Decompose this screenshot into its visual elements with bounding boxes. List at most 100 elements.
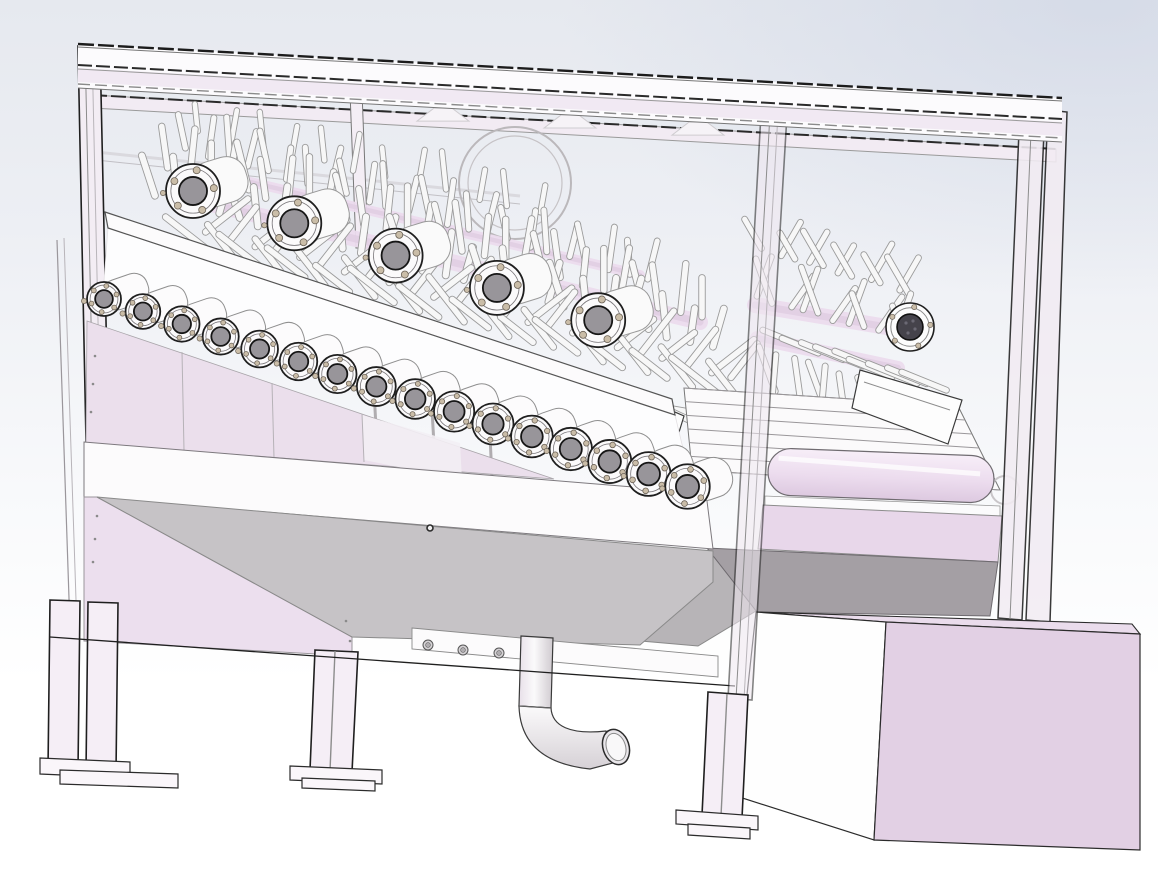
plucking-finger[interactable] (540, 206, 551, 256)
shaft-flange[interactable] (428, 390, 476, 433)
plucking-finger[interactable] (698, 274, 706, 321)
collection-hopper[interactable] (83, 354, 719, 678)
shaft-flange[interactable] (312, 353, 358, 394)
plucking-finger[interactable] (137, 151, 159, 200)
panel-seam (271, 382, 275, 459)
left-side-panels[interactable] (85, 320, 555, 480)
lower-left-skirt-panel[interactable] (83, 496, 353, 657)
shaft-flange[interactable] (659, 463, 711, 510)
flange-bolt (609, 441, 616, 449)
left-foot-plate-2[interactable] (59, 769, 179, 789)
plucking-finger[interactable] (797, 263, 822, 317)
plucking-finger[interactable] (628, 346, 672, 382)
shaft-flange[interactable] (389, 378, 436, 420)
drive-pulley-circle[interactable] (458, 126, 572, 240)
chute-end-cap[interactable] (851, 369, 963, 445)
lower-frame-band[interactable] (83, 441, 714, 550)
plucking-finger[interactable] (317, 124, 328, 164)
hopper-funnel[interactable] (96, 496, 714, 646)
flange-bolt (370, 398, 377, 405)
middle-foot-plate-2[interactable] (301, 777, 376, 792)
left-leg-rear[interactable] (85, 601, 119, 773)
shaft-flange[interactable] (350, 366, 397, 407)
drive-pulley-inner-circle (467, 135, 563, 231)
shaft-flange[interactable] (196, 317, 240, 356)
shaft-flange[interactable] (119, 293, 162, 330)
plucking-finger[interactable] (677, 259, 690, 316)
trough-top-beam[interactable] (104, 211, 676, 416)
right-leg[interactable] (701, 691, 749, 819)
plucking-finger[interactable] (394, 281, 443, 321)
conveyor-roller[interactable] (767, 447, 995, 504)
hopper-bolt-center (496, 650, 502, 656)
plucking-finger[interactable] (256, 155, 270, 202)
plucking-finger[interactable] (201, 194, 252, 236)
shaft-flange[interactable] (466, 402, 515, 446)
plucking-finger[interactable] (531, 315, 582, 357)
right-outer-posts[interactable] (997, 107, 1068, 623)
plucking-finger[interactable] (648, 261, 662, 312)
mid-right-post[interactable] (675, 95, 789, 840)
flange-stud (362, 254, 369, 261)
flange-bolt (331, 385, 338, 392)
shaft-flange[interactable] (505, 414, 554, 459)
shaft-flange[interactable] (620, 451, 672, 497)
flange-bolt (622, 452, 629, 459)
plucking-finger[interactable] (476, 166, 489, 203)
plucking-finger[interactable] (451, 198, 466, 255)
plucking-finger[interactable] (256, 127, 272, 175)
left-leg-front[interactable] (47, 599, 81, 771)
top-front-rail[interactable] (77, 42, 1063, 143)
shaft-flange[interactable] (235, 329, 279, 369)
plucking-finger[interactable] (174, 111, 189, 152)
flanged-roller-row[interactable] (81, 270, 737, 510)
plucking-finger[interactable] (425, 272, 469, 326)
shaft-flange[interactable] (565, 292, 627, 349)
flange-bolt (207, 324, 213, 331)
pipe-elbow[interactable] (518, 705, 614, 770)
plucking-finger[interactable] (448, 295, 493, 332)
flange-bolt (502, 431, 509, 438)
shaft-flange[interactable] (273, 341, 319, 382)
shaft-flange[interactable] (160, 163, 221, 219)
shaft-flange[interactable] (362, 227, 424, 284)
plucking-finger[interactable] (799, 227, 827, 270)
box-front-face[interactable] (735, 611, 887, 841)
plucking-finger[interactable] (349, 130, 363, 174)
plucking-finger[interactable] (346, 264, 399, 307)
plucking-finger[interactable] (499, 168, 511, 210)
plucking-finger[interactable] (898, 368, 950, 394)
flange-bolt (590, 464, 598, 471)
plucking-finger[interactable] (158, 122, 172, 172)
plucking-finger[interactable] (860, 251, 884, 287)
plucking-finger[interactable] (830, 241, 856, 280)
shaft-flange[interactable] (463, 259, 525, 316)
plucking-finger[interactable] (438, 148, 450, 193)
right-end-bearing[interactable] (885, 302, 935, 352)
plucking-finger[interactable] (777, 218, 804, 260)
shaft-flange[interactable] (81, 281, 122, 317)
plucking-finger[interactable] (604, 223, 618, 274)
shaft-flange[interactable] (158, 305, 201, 343)
shaft-flange[interactable] (543, 426, 593, 472)
plucking-finger[interactable] (480, 213, 493, 260)
box-side-face[interactable] (873, 621, 1141, 851)
flange-hub (210, 326, 231, 347)
flange-hub (481, 272, 512, 303)
frame-legs[interactable] (39, 599, 736, 792)
plucking-finger[interactable] (365, 160, 379, 206)
flange-bolt (516, 422, 523, 430)
plucking-finger[interactable] (848, 290, 868, 331)
plucking-finger[interactable] (600, 244, 608, 295)
plucking-finger[interactable] (537, 182, 549, 216)
plucking-finger[interactable] (462, 190, 473, 233)
right-foot-plate-2[interactable] (687, 823, 751, 840)
shaft-flange[interactable] (261, 195, 323, 252)
plucking-finger[interactable] (524, 284, 577, 327)
discharge-box[interactable] (735, 611, 1142, 851)
plucking-finger[interactable] (644, 237, 661, 283)
upper-shaft-flanges[interactable] (160, 152, 658, 349)
shaft-flange[interactable] (582, 439, 633, 484)
